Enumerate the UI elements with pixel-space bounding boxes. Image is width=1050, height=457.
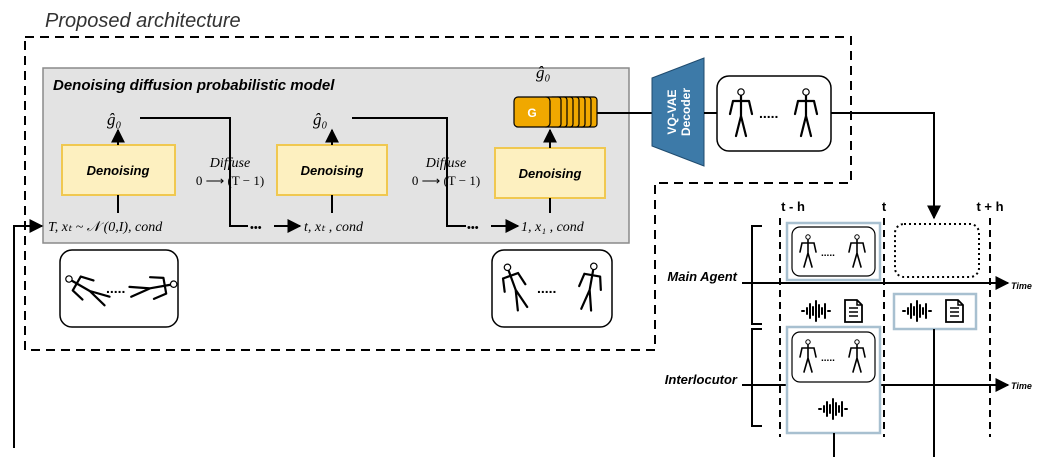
text-document-icon [945,299,964,323]
g-token-label: G [527,106,536,120]
interlocutor-pose-dots: ..... [821,353,835,364]
time-marker-t-plus-h: t + h [976,199,1003,214]
g0-label-1: ĝ₀ [107,110,122,129]
input-label-t: t, xₜ , cond [304,220,364,235]
decoded-pose-dots: ..... [759,105,778,121]
audio-waveform-icon [801,300,831,322]
diffuse-label-1: Diffuse [209,156,250,171]
time-axis-label-main: Time [1011,281,1032,291]
interlocutor-label: Interlocutor [665,372,738,387]
diffuse-range-1: 0 ⟶ (T − 1) [196,173,264,188]
decoder-line1: VQ-VAE [665,89,679,134]
denoising-label-3: Denoising [519,166,582,181]
main-agent-label: Main Agent [667,269,737,284]
architecture-boundary [24,36,852,351]
denoising-block-1: Denoising [61,144,176,196]
denoising-label-1: Denoising [87,163,150,178]
diffuse-range-2: 0 ⟶ (T − 1) [412,173,480,188]
decoder-line2: Decoder [679,88,693,136]
denoising-label-2: Denoising [301,163,364,178]
noisy-pose-dots: ..... [106,280,125,296]
diagram-title: Proposed architecture [45,10,241,32]
diffuse-label-2: Diffuse [425,156,466,171]
denoising-block-2: Denoising [276,144,388,196]
time-marker-t: t [882,199,887,214]
ellipsis-1: ••• [250,222,262,234]
g0-label-3: ĝ₀ [536,63,551,82]
g0-label-2: ĝ₀ [313,110,328,129]
ellipsis-2: ••• [467,222,479,234]
ddpm-title: Denoising diffusion probabilistic model [53,77,335,94]
g-token-stack: G [513,96,598,128]
text-document-icon [844,299,863,323]
denoising-block-3: Denoising [494,147,606,199]
input-label-1: 1, x₁ , cond [521,220,585,235]
decoded-pose-box: ..... [716,75,832,152]
main-agent-pose-dots: ..... [821,248,835,259]
time-marker-t-minus-h: t - h [781,199,805,214]
input-label-T: T, xₜ ~ 𝒩 (0,I), cond [48,220,163,235]
clean-pose-box: ..... [491,249,613,328]
clean-pose-dots: ..... [537,280,556,296]
vq-vae-decoder: VQ-VAE Decoder [651,57,705,167]
noisy-pose-box: ..... [59,249,180,328]
time-axis-label-interlocutor: Time [1011,381,1032,391]
main-agent-past-motion-box: ..... [785,221,882,282]
interlocutor-context-box: ..... [785,325,882,435]
main-agent-past-speech [801,299,863,323]
prediction-placeholder-box [894,223,980,278]
main-agent-future-speech-box [892,292,978,331]
